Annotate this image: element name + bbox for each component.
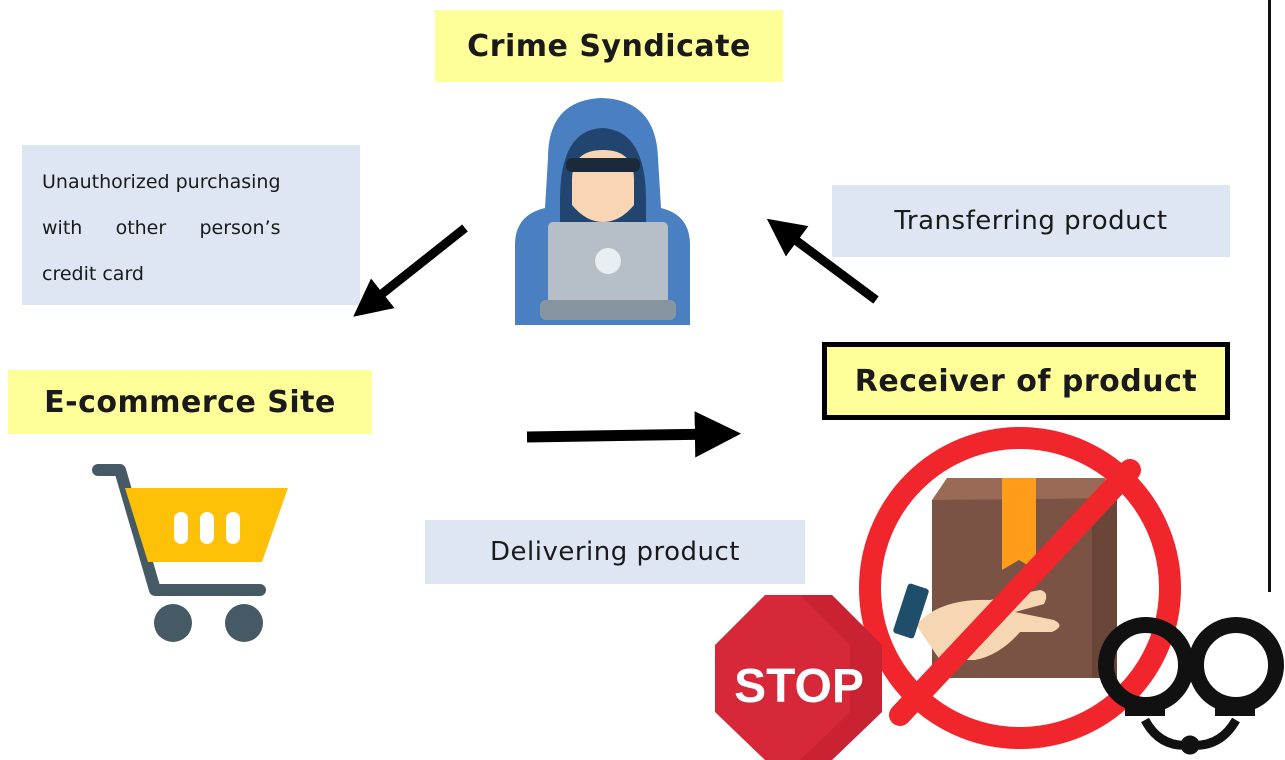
unauthorized-line-2: with other person’s xyxy=(42,217,281,239)
ecommerce-site-label: E-commerce Site xyxy=(8,370,372,434)
unauthorized-purchasing-note: Unauthorized purchasing with other perso… xyxy=(22,145,360,305)
frame-border-right xyxy=(1268,0,1271,592)
delivering-product-note: Delivering product xyxy=(425,520,805,584)
arrow-syndicate-to-ecommerce xyxy=(353,224,468,317)
arrow-receiver-to-syndicate xyxy=(766,218,879,304)
stop-sign-text: STOP xyxy=(734,660,864,713)
arrow-ecommerce-to-receiver xyxy=(526,411,742,458)
receiver-of-product-label: Receiver of product xyxy=(822,342,1230,420)
hacker-icon xyxy=(515,98,690,325)
transferring-product-note: Transferring product xyxy=(832,185,1230,257)
crime-syndicate-label: Crime Syndicate xyxy=(435,10,783,82)
unauthorized-line-3: credit card xyxy=(42,263,144,285)
shopping-cart-icon xyxy=(92,464,288,642)
unauthorized-line-1: Unauthorized purchasing xyxy=(42,171,281,193)
handcuffs-icon xyxy=(1098,617,1284,755)
prohibited-delivery-icon xyxy=(859,427,1181,749)
stop-sign-icon: STOP xyxy=(715,595,882,760)
